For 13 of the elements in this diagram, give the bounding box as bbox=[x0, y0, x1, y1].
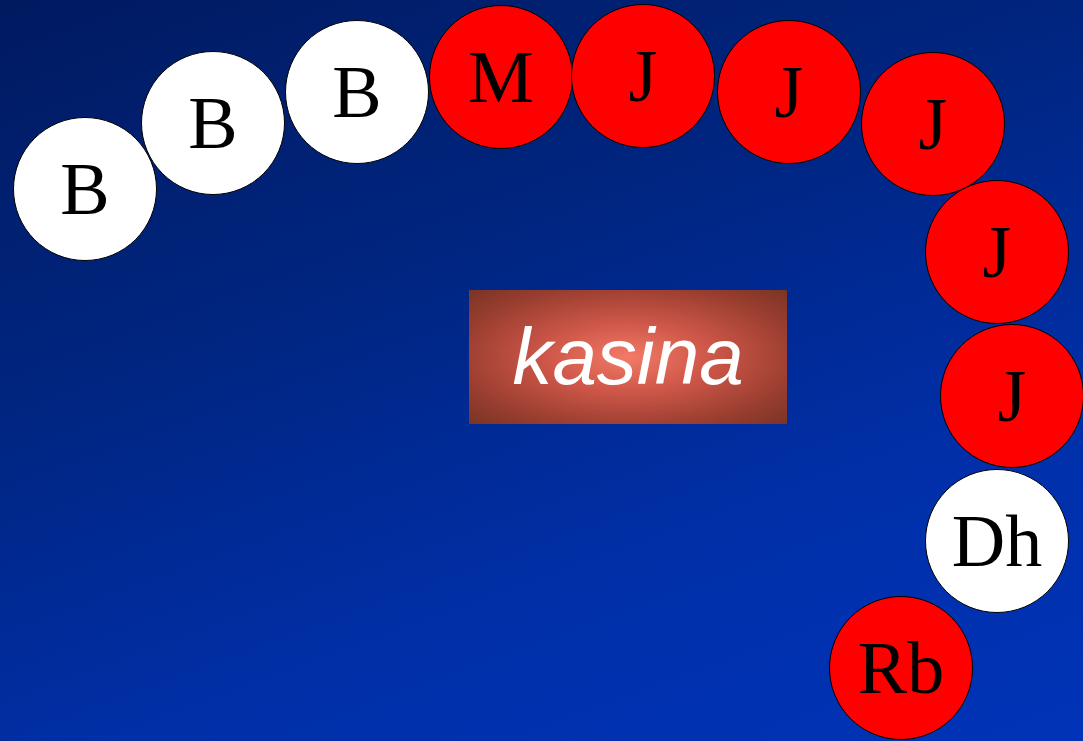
circle-letter: M bbox=[468, 40, 534, 114]
circle-letter: Rb bbox=[857, 631, 945, 705]
circle-letter: J bbox=[628, 39, 658, 113]
circle-letter: J bbox=[997, 359, 1027, 433]
circle-letter: B bbox=[188, 86, 238, 160]
circle-letter: J bbox=[918, 87, 948, 161]
title-panel bbox=[469, 290, 787, 424]
panel-title: kasina bbox=[512, 317, 744, 397]
circle-letter: J bbox=[774, 55, 804, 129]
circle-letter: Dh bbox=[951, 504, 1043, 578]
circle-letter: B bbox=[332, 55, 382, 129]
circle-letter: B bbox=[60, 152, 110, 226]
circle-letter: J bbox=[982, 215, 1012, 289]
